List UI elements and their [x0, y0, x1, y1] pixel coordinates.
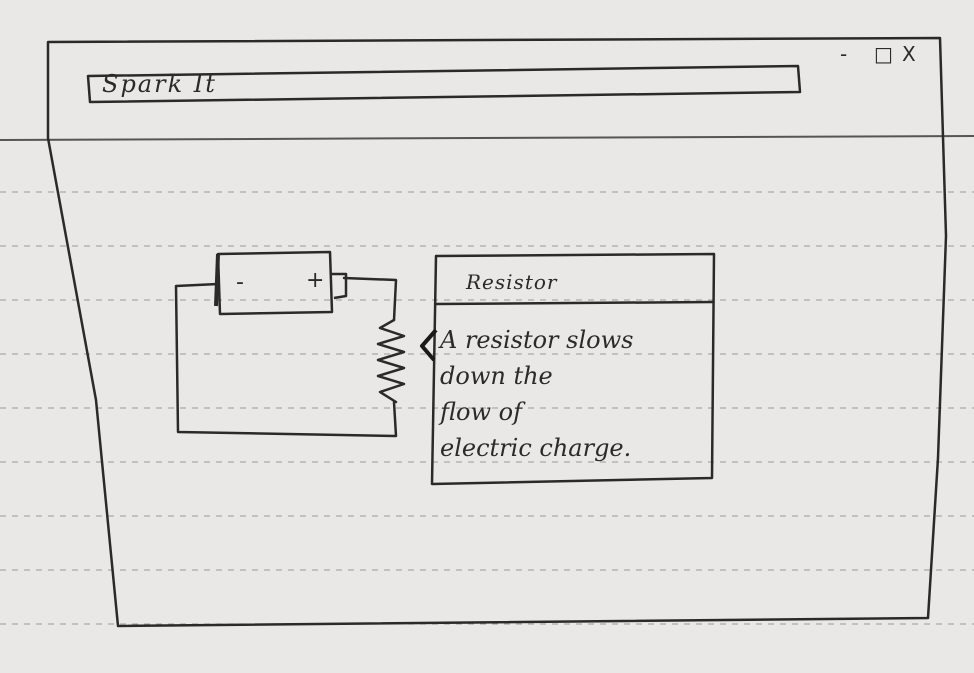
tooltip-panel [430, 252, 716, 486]
tooltip-pointer [420, 328, 438, 362]
minimize-button[interactable]: - [840, 42, 848, 66]
page-divider-line [0, 135, 974, 141]
battery-positive-terminal [332, 272, 348, 300]
battery-icon[interactable] [216, 250, 334, 316]
maximize-button[interactable]: □ [874, 42, 893, 66]
battery-negative-terminal [214, 253, 220, 307]
tooltip-body: A resistor slows down the flow of electr… [440, 326, 634, 462]
tooltip-divider [435, 300, 715, 306]
resistor-icon[interactable] [376, 318, 406, 404]
window-frame [46, 36, 948, 628]
tooltip-title: Resistor [466, 270, 558, 294]
circuit-wire [174, 276, 398, 438]
battery-positive-label: + [306, 268, 325, 293]
battery-negative-label: - [236, 270, 244, 295]
window-title: Spark It [102, 70, 217, 98]
close-button[interactable]: X [902, 42, 916, 66]
title-bar-box [86, 64, 802, 104]
